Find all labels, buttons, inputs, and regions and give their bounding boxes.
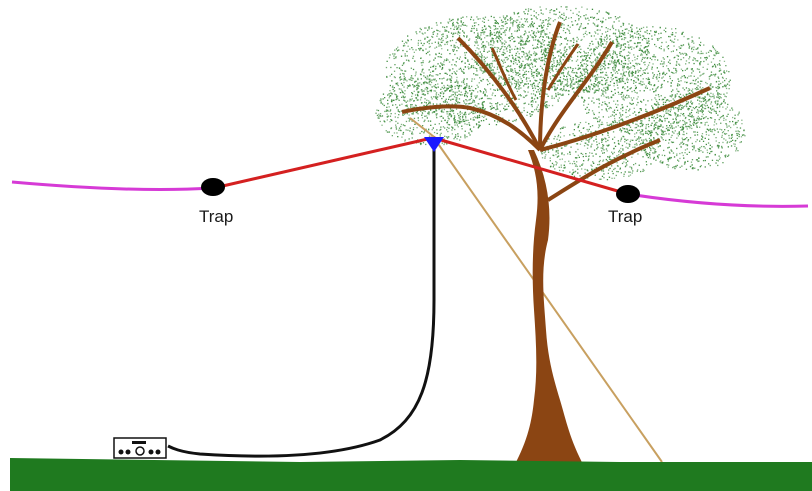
radio-transceiver-icon [113, 437, 167, 459]
tree-branch [546, 138, 661, 202]
tree-icon [401, 21, 711, 466]
tree-branch [401, 104, 542, 152]
inner-wire-left [213, 136, 433, 190]
tree-branch [490, 47, 518, 101]
trap-label-right: Trap [608, 207, 642, 226]
trap-label-left: Trap [199, 207, 233, 226]
coax-feedline [167, 142, 436, 458]
support-rope [433, 137, 663, 463]
tree-branch [538, 40, 614, 151]
trap-right [616, 185, 640, 203]
support-rope-upper [409, 117, 439, 141]
outer-wire-right [627, 192, 809, 208]
ground [10, 458, 812, 491]
tree-branch [456, 36, 542, 151]
trap-left [201, 178, 225, 196]
outer-wire-left [11, 180, 213, 192]
tree-branch [546, 43, 580, 91]
feedpoint-triangle-icon [424, 137, 444, 152]
tree-branch [539, 86, 711, 152]
tree-canopy [375, 6, 746, 181]
tree-branch [538, 21, 562, 151]
tree-trunk [514, 150, 584, 466]
inner-wire-right [433, 136, 629, 196]
